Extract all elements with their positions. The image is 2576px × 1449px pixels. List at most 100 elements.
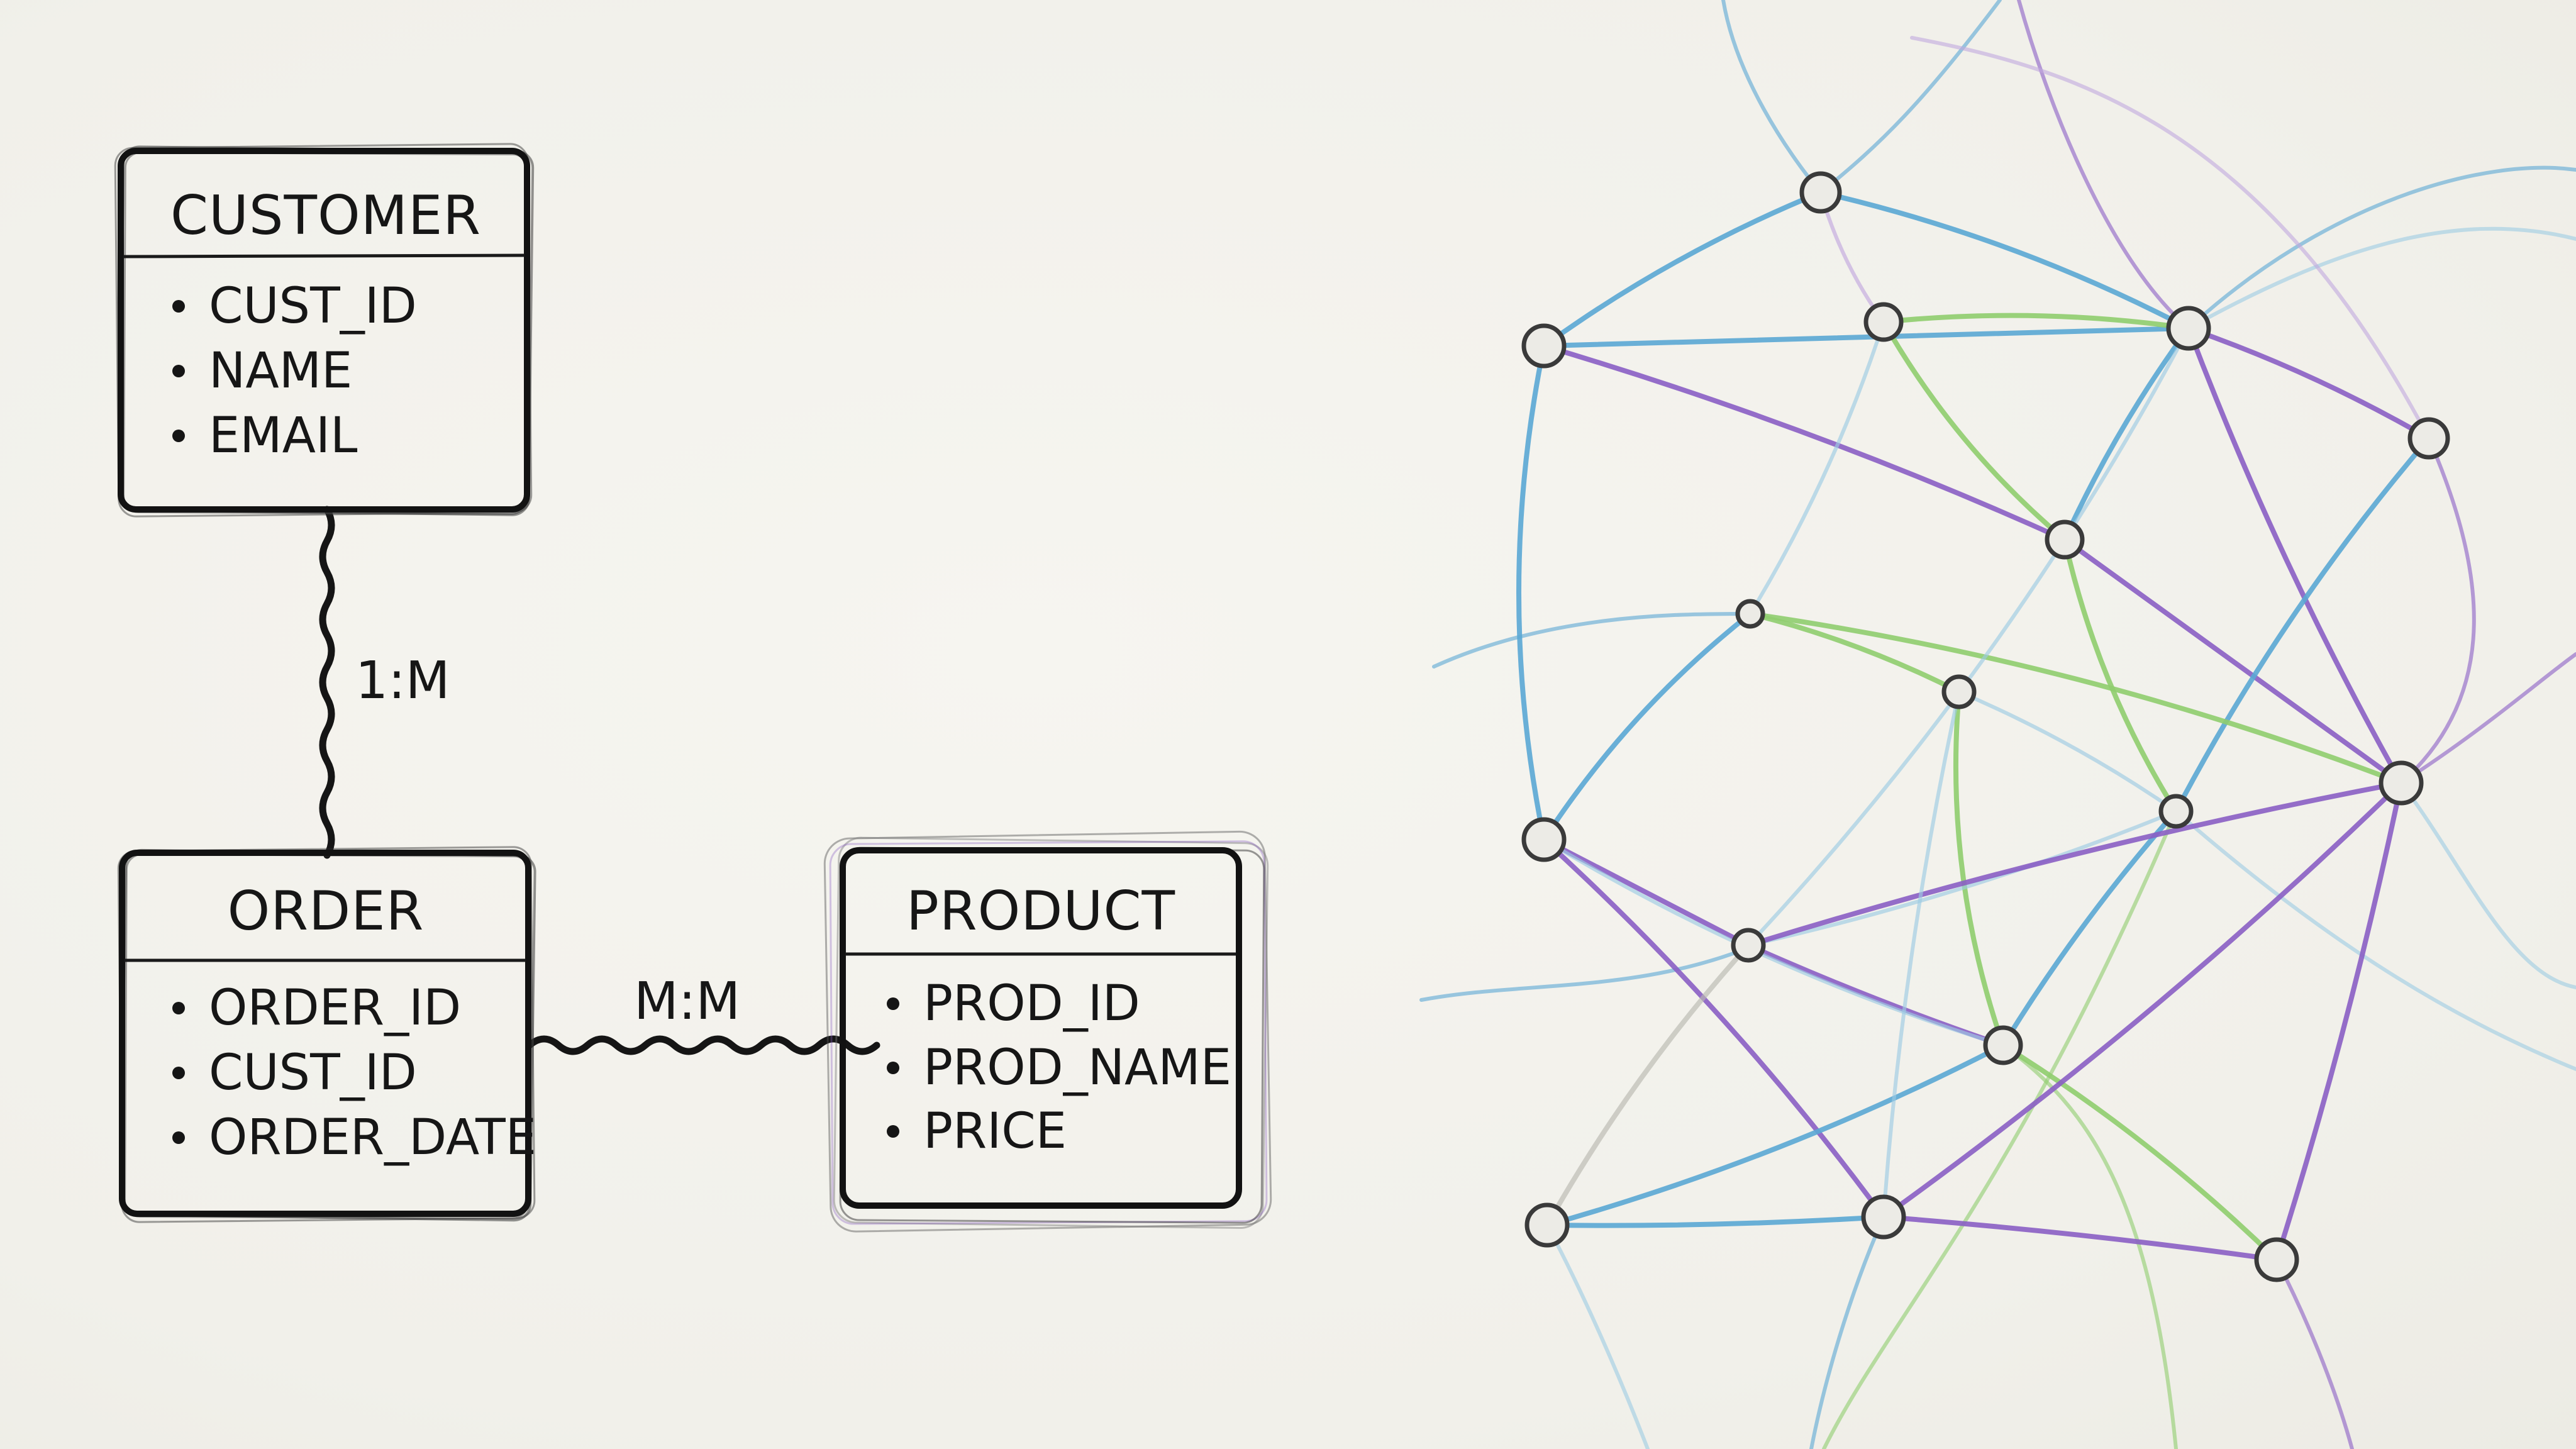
network-edge [2186,326,2431,441]
er-diagram: 1:M M:M CUSTOMER CUST_ID NAME EMAIL [114,143,1272,1233]
network-edge [1881,1214,2279,1262]
entity-title: CUSTOMER [170,184,481,247]
attribute-label: ORDER_DATE [209,1109,536,1166]
network-edge [2062,537,2179,814]
attribute-label: ORDER_ID [209,980,461,1036]
attribute-label: PROD_NAME [923,1040,1231,1096]
network-edge [1746,780,2404,948]
entity-title: PRODUCT [906,880,1175,943]
network-node [2166,306,2211,351]
network-node [1861,1194,1906,1240]
title-divider [123,253,525,258]
relationship-label: 1:M [355,651,450,711]
attribute-label: PROD_ID [923,975,1140,1032]
network-sweep-stroke [1910,36,2431,440]
attribute-bullet [172,300,185,313]
network-sweep-stroke [2187,165,2576,330]
network-edge [1545,1214,1886,1228]
network-edge [2062,537,2404,786]
network-sweep-stroke [1721,0,1823,194]
network-sweep-stroke [2174,809,2576,1071]
network-edge [1541,343,2067,542]
network-edge [1541,190,1823,348]
network-edge [2001,1043,2279,1262]
network-node [1731,928,1766,963]
network-sweep-stroke [2399,781,2576,989]
network-edge [1746,943,2006,1048]
attribute-bullet [887,1062,899,1074]
network-node [2254,1237,2299,1282]
attribute-bullet [887,1125,899,1138]
network-sweep-stroke [1809,1215,1885,1449]
network-edge [1882,690,1961,1219]
network-sweep-stroke [2017,0,2190,330]
entity-order: ORDER ORDER_ID CUST_ID ORDER_DATE [117,846,536,1223]
attribute-bullet [172,1002,185,1014]
attribute-label: NAME [209,343,352,399]
network-edge [2186,326,2404,786]
entity-title: ORDER [228,880,425,943]
attribute-label: CUST_ID [209,1045,417,1101]
network-node [1799,171,1842,214]
relationship-line [319,506,335,859]
attribute-bullet [172,1067,185,1079]
network-sweep-stroke [2001,1043,2178,1449]
network-edge [1542,838,2005,1047]
attribute-bullet [172,1131,185,1144]
network-edge [2001,809,2179,1048]
entity-box-outline [117,846,536,1223]
network-node [2045,519,2085,560]
network-edge [1819,191,1885,324]
network-node [1524,1202,1570,1248]
network-edge [1545,1043,2006,1228]
entity-customer: CUSTOMER CUST_ID NAME EMAIL [114,143,535,518]
network-sweep-stroke [1819,0,2002,194]
network-node [2407,417,2450,460]
network-edge [1541,611,1753,842]
network-node [1863,302,1904,342]
network-edge [1818,190,2191,331]
network-edge [1957,690,2178,813]
relationship-customer-order: 1:M [319,506,450,859]
network-node [1521,323,1567,369]
network-graph [1419,0,2576,1449]
network-edge [1881,313,2191,331]
network-edge [1541,837,1886,1219]
entity-box-outline [823,830,1272,1233]
network-sweep-stroke [1545,1223,1650,1449]
attribute-label: CUST_ID [209,278,417,335]
relationship-label: M:M [634,972,740,1031]
network-edge [1516,343,1546,842]
network-edge [1953,689,2006,1048]
network-node [1735,599,1765,629]
network-edge [1746,326,2190,947]
network-edge [1541,837,1751,948]
network-edge [1541,326,2191,348]
relationship-line [526,1035,880,1055]
network-sweep-stroke [1419,945,1753,1002]
network-node [1941,674,1977,709]
network-edge [1881,319,2067,542]
network-edge [2274,780,2404,1262]
network-edge [2174,436,2431,814]
attribute-label: PRICE [923,1103,1067,1160]
network-edge [1746,809,2178,947]
network-sweep-stroke [1432,611,1757,669]
entity-box-outline [114,143,535,518]
network-edge [1748,320,1885,616]
network-sweep-stroke [2399,436,2476,785]
attribute-bullet [887,997,899,1010]
network-node [2379,760,2424,806]
network-edge [2062,326,2191,542]
relationship-order-product: M:M [526,972,880,1055]
attribute-bullet [172,365,185,377]
network-node [2158,794,2194,829]
network-edge [1748,611,2404,786]
network-edge [1545,943,1751,1228]
network-node [1521,817,1567,862]
attribute-bullet [172,430,185,442]
network-edge [1881,780,2404,1219]
network-sweep-stroke [2399,652,2576,785]
